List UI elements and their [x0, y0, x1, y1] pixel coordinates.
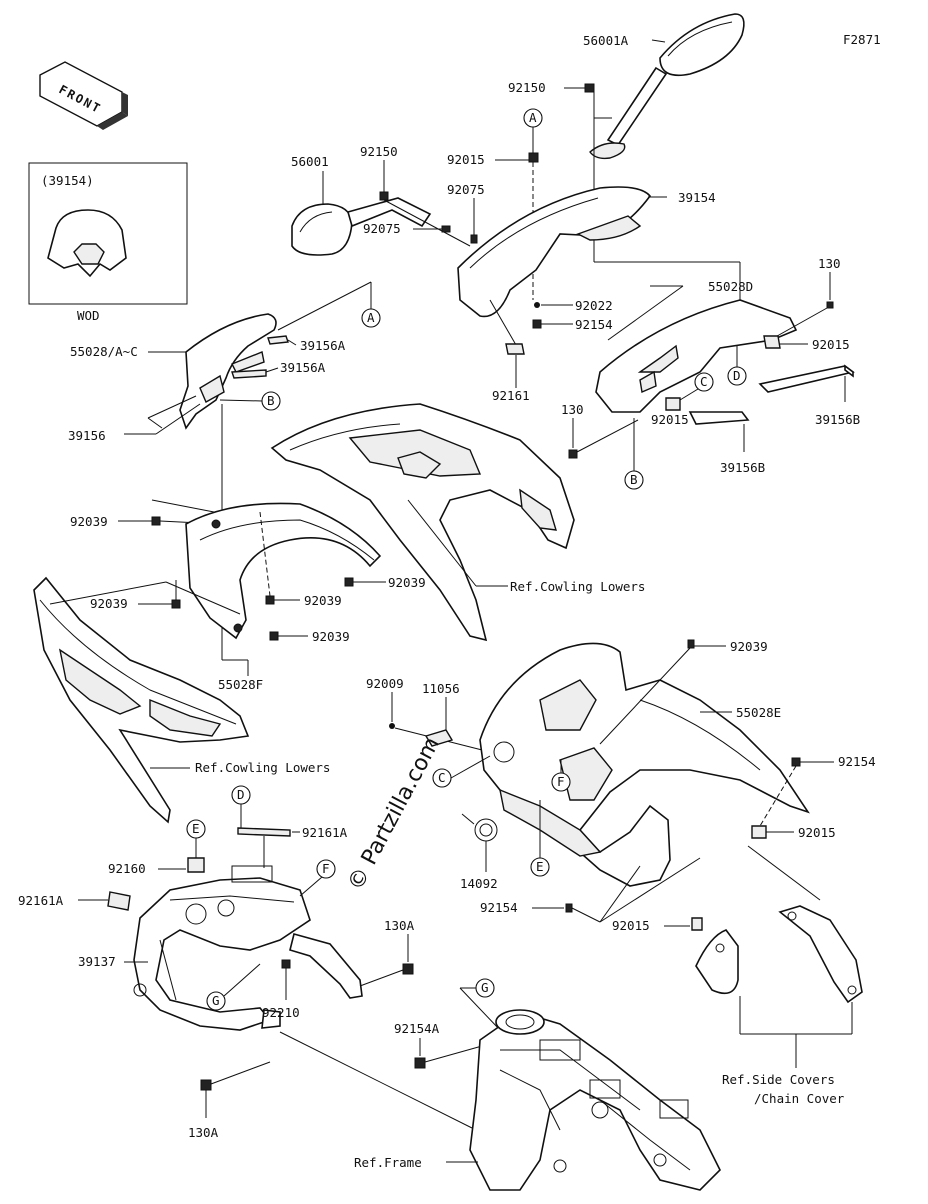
ref-cowling-lowers-2: Ref.Cowling Lowers — [195, 760, 330, 775]
label-130-top: 130 — [818, 256, 841, 271]
callout-D-lower: D — [237, 787, 245, 802]
label-92161A-left: 92161A — [18, 893, 64, 908]
label-39137: 39137 — [78, 954, 116, 969]
callout-F-right: F — [557, 774, 565, 789]
left-mirror — [291, 197, 432, 256]
right-mirror — [589, 13, 745, 160]
callout-A-left: A — [367, 310, 375, 325]
label-92015-c: 92015 — [651, 412, 689, 427]
label-130A-lower: 130A — [188, 1125, 219, 1140]
diagram-code: F2871 — [843, 32, 881, 47]
label-56001A: 56001A — [583, 33, 629, 48]
label-39156A-upper: 39156A — [300, 338, 346, 353]
label-92015-e: 92015 — [612, 918, 650, 933]
ref-frame: Ref.Frame — [354, 1155, 422, 1170]
upper-right-cowl — [595, 299, 798, 413]
left-mid-cowl — [185, 502, 382, 640]
ref-chain-cover: /Chain Cover — [754, 1091, 845, 1106]
callout-B-right: B — [630, 472, 638, 487]
label-92039-e: 92039 — [388, 575, 426, 590]
label-92160: 92160 — [108, 861, 146, 876]
frame — [469, 1009, 721, 1191]
windshield-part — [457, 186, 652, 318]
label-92154A: 92154A — [394, 1021, 440, 1036]
label-92154-right: 92154 — [838, 754, 876, 769]
callout-C-top: C — [700, 374, 708, 389]
label-92150-upper: 92150 — [508, 80, 546, 95]
label-55028F: 55028F — [218, 677, 263, 692]
label-92039-a: 92039 — [70, 514, 108, 529]
callout-C-mid: C — [438, 770, 446, 785]
side-cover-left — [695, 929, 739, 995]
label-130A-upper: 130A — [384, 918, 415, 933]
upper-left-cowl — [179, 313, 277, 430]
label-56001: 56001 — [291, 154, 329, 169]
label-14092: 14092 — [460, 876, 498, 891]
label-39156A-lower: 39156A — [280, 360, 326, 375]
label-92161A-upper: 92161A — [302, 825, 348, 840]
label-39156B-lower: 39156B — [720, 460, 765, 475]
label-92075-b: 92075 — [363, 221, 401, 236]
label-92154-lower: 92154 — [480, 900, 518, 915]
inset-code: (39154) — [41, 173, 94, 188]
label-92009: 92009 — [366, 676, 404, 691]
label-92039-b: 92039 — [90, 596, 128, 611]
callout-G-upper: G — [481, 980, 489, 995]
label-39154: 39154 — [678, 190, 716, 205]
callout-D-top: D — [733, 368, 741, 383]
label-92154-top: 92154 — [575, 317, 613, 332]
side-cover-right — [778, 905, 863, 1004]
label-130-left: 130 — [561, 402, 584, 417]
label-92039-d: 92039 — [312, 629, 350, 644]
label-55028D: 55028D — [708, 279, 753, 294]
label-92022: 92022 — [575, 298, 613, 313]
callout-F-lower: F — [322, 861, 330, 876]
label-39156B-upper: 39156B — [815, 412, 860, 427]
label-55028-A-C: 55028/A~C — [70, 344, 138, 359]
label-92161: 92161 — [492, 388, 530, 403]
callout-G-lower: G — [212, 993, 220, 1008]
label-39156: 39156 — [68, 428, 106, 443]
label-55028E: 55028E — [736, 705, 781, 720]
callout-A-top: A — [529, 110, 537, 125]
label-92015-b: 92015 — [812, 337, 850, 352]
inset-windshield-variant: (39154) WOD — [28, 162, 188, 323]
center-upper-cowl — [270, 403, 575, 642]
callout-E-right: E — [536, 859, 544, 874]
inset-caption: WOD — [77, 308, 100, 323]
callout-E-lower: E — [192, 821, 200, 836]
label-92015-d: 92015 — [798, 825, 836, 840]
label-92150-left: 92150 — [360, 144, 398, 159]
watermark: © Partzilla.com — [343, 733, 445, 895]
label-92015-a: 92015 — [447, 152, 485, 167]
label-11056: 11056 — [422, 681, 460, 696]
callout-B-left: B — [267, 393, 275, 408]
label-92039-f: 92039 — [730, 639, 768, 654]
label-92210: 92210 — [262, 1005, 300, 1020]
trim-strip-39156B-upper — [758, 364, 855, 393]
front-arrow-icon: FRONT — [39, 61, 128, 130]
front-bracket — [133, 865, 363, 1031]
lower-left-cowl — [33, 576, 250, 824]
ref-side-covers: Ref.Side Covers — [722, 1072, 835, 1087]
ref-cowling-lowers-1: Ref.Cowling Lowers — [510, 579, 645, 594]
label-92075-a: 92075 — [447, 182, 485, 197]
trim-strip-39156B-lower — [688, 411, 750, 425]
label-92039-c: 92039 — [304, 593, 342, 608]
right-lower-cowl — [479, 642, 810, 887]
